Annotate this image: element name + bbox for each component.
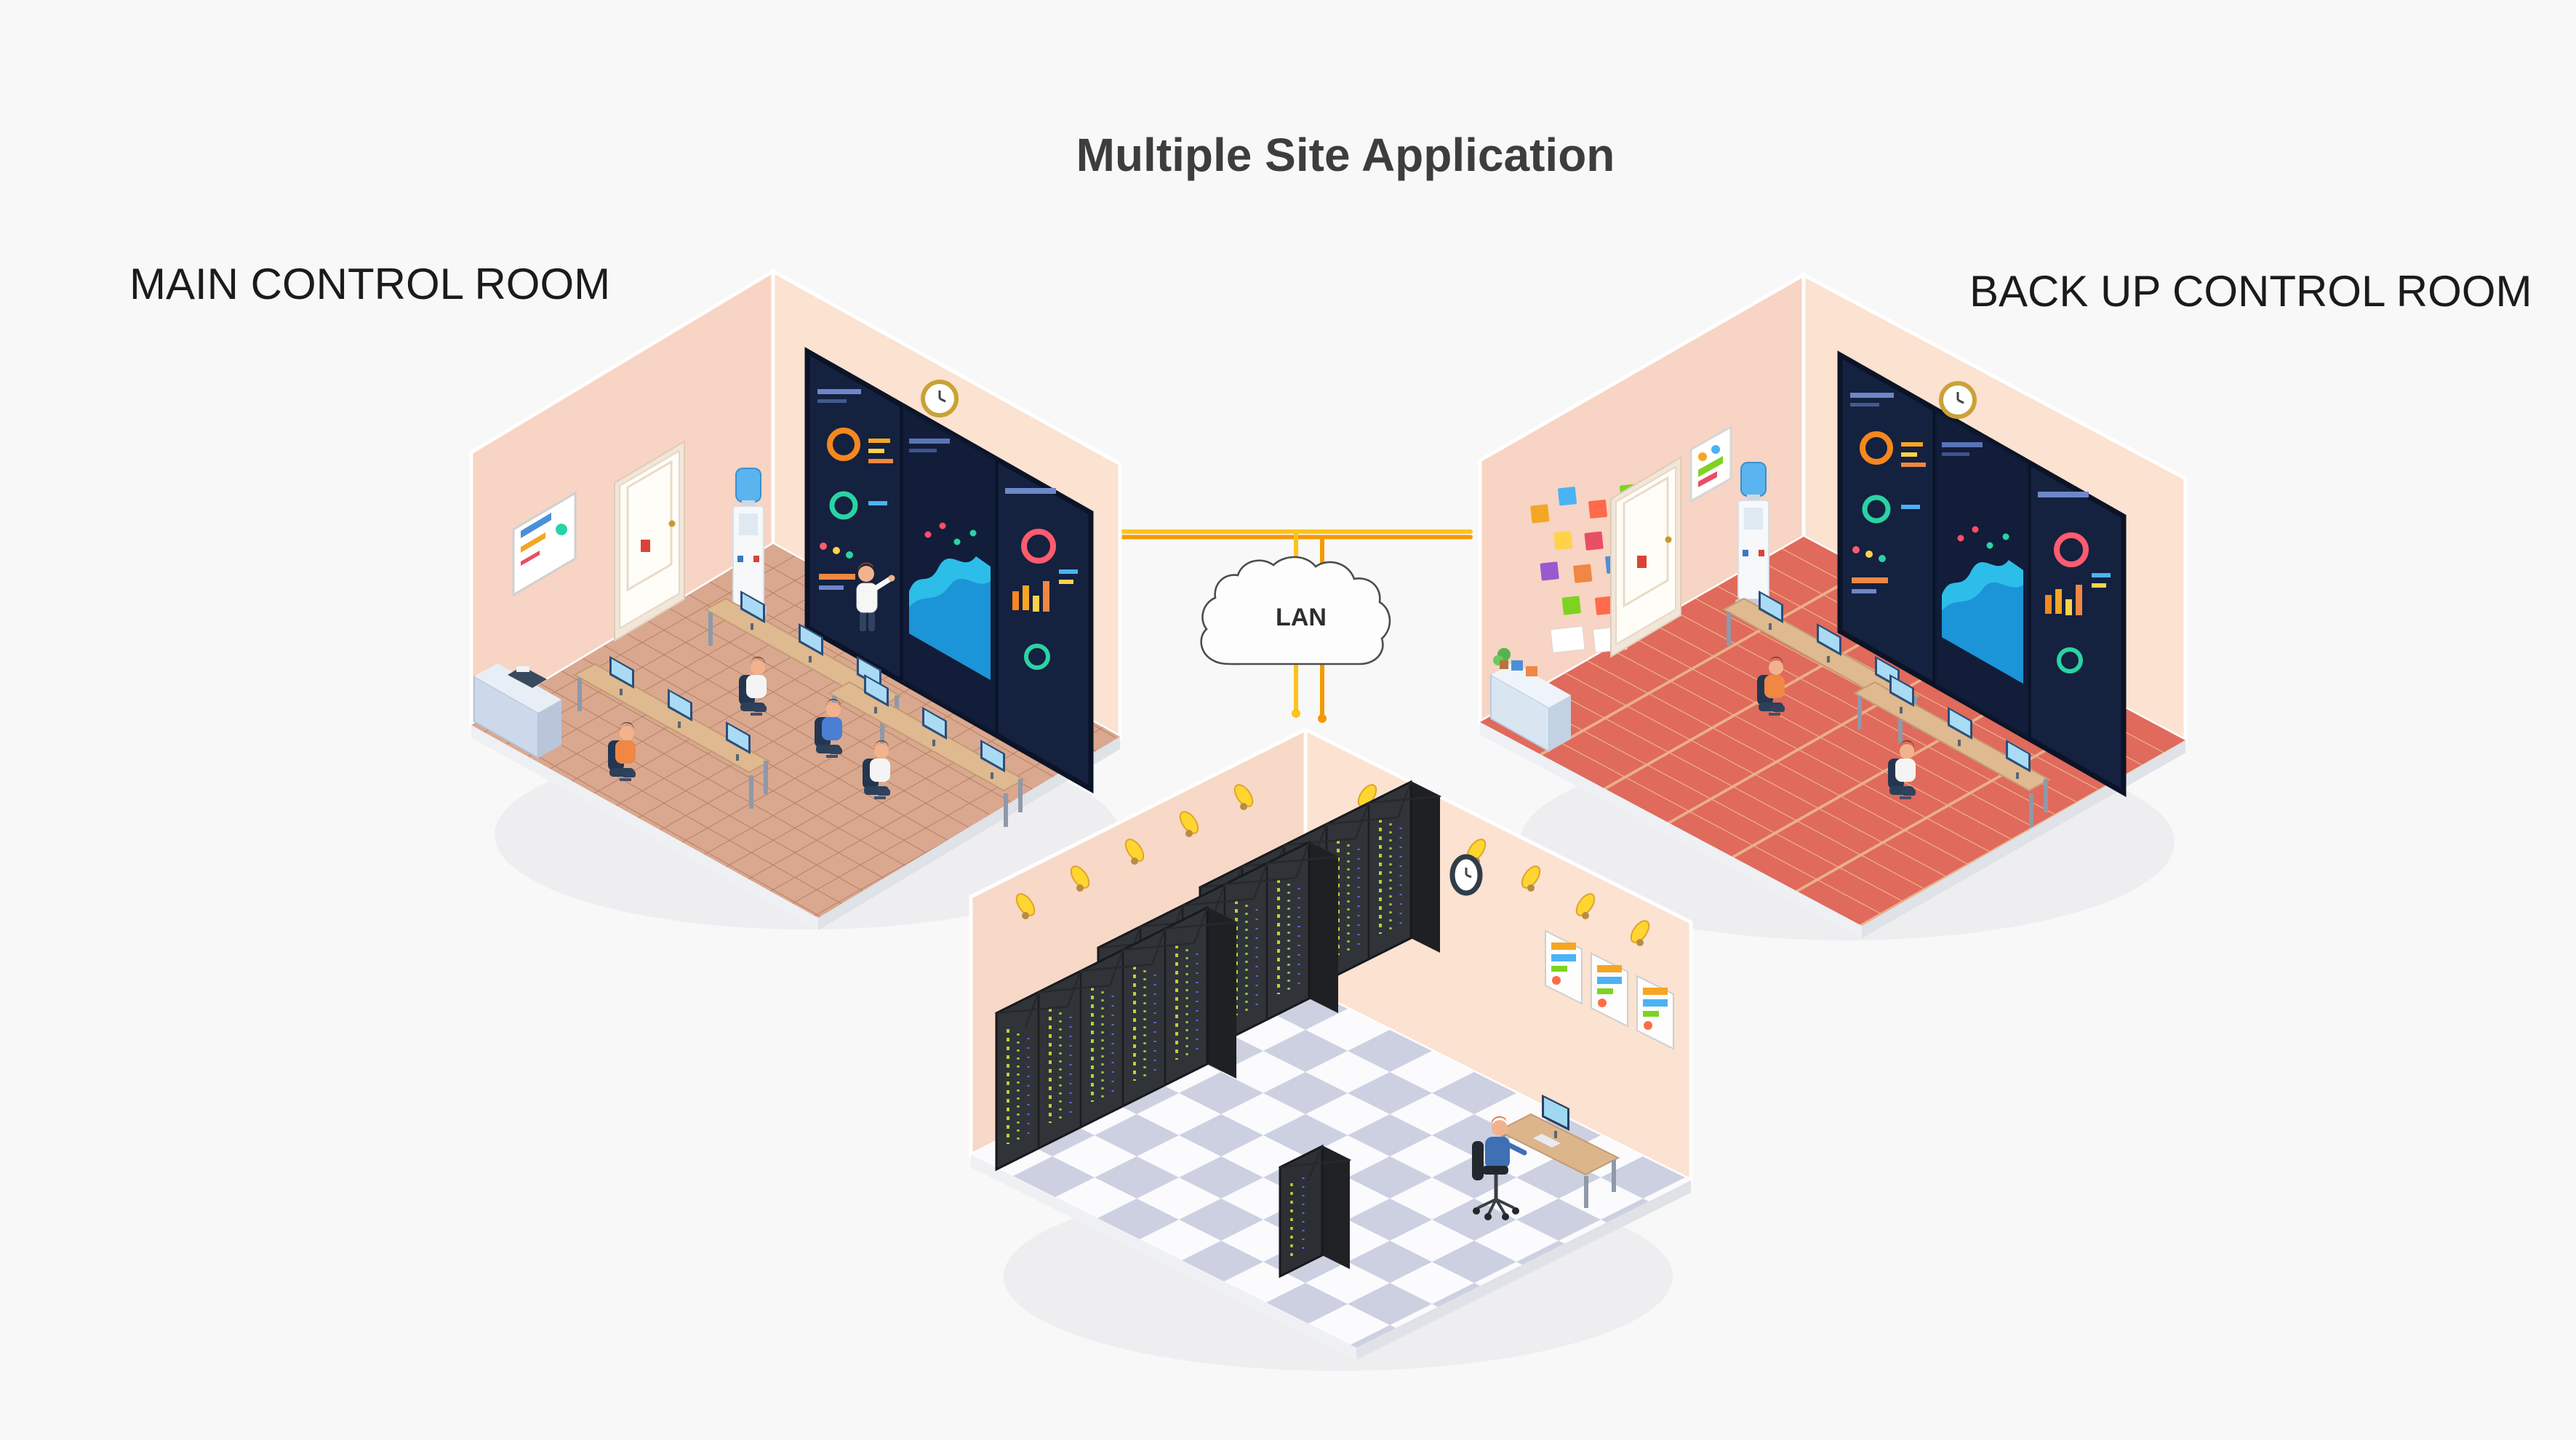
main-control-room-label: MAIN CONTROL ROOM xyxy=(129,260,611,308)
water-cooler xyxy=(1735,462,1772,611)
wall-clock-icon xyxy=(923,382,956,415)
main-control-room-illustration xyxy=(469,268,1122,930)
standalone-server-rack xyxy=(1279,1145,1351,1278)
desk-monitor xyxy=(1542,1095,1569,1138)
storage-cabinet xyxy=(473,663,561,759)
floor-herringbone xyxy=(471,544,1120,918)
page-title: Multiple Site Application xyxy=(1076,129,1615,181)
floor-plinth xyxy=(471,725,1120,930)
water-cooler xyxy=(729,468,767,617)
keyboard-icon xyxy=(1533,1134,1561,1148)
floor-red-brick xyxy=(1480,537,2185,926)
floor-plinth xyxy=(1480,722,2185,938)
floor-plinth xyxy=(971,1155,1691,1360)
server-room-illustration xyxy=(969,726,1693,1371)
wall-clock-icon xyxy=(1452,857,1480,893)
backup-control-room-illustration xyxy=(1478,271,2188,940)
wall-clock-icon xyxy=(1941,383,1975,417)
lan-network-links xyxy=(1116,529,1473,723)
server-admin xyxy=(1472,1116,1527,1220)
office-chair-wheels xyxy=(1477,1198,1515,1215)
lan-cloud-label: LAN xyxy=(1276,604,1327,631)
backup-control-room-label: BACK UP CONTROL ROOM xyxy=(1969,267,2532,316)
lan-cloud-icon xyxy=(1200,556,1391,665)
whiteboard xyxy=(512,491,577,597)
plant-icon xyxy=(1493,648,1511,669)
wall-poster xyxy=(1689,425,1732,503)
storage-cabinet xyxy=(1490,648,1571,753)
admin-desk xyxy=(1496,1095,1620,1208)
network-cable-to-server-room xyxy=(1292,657,1327,723)
